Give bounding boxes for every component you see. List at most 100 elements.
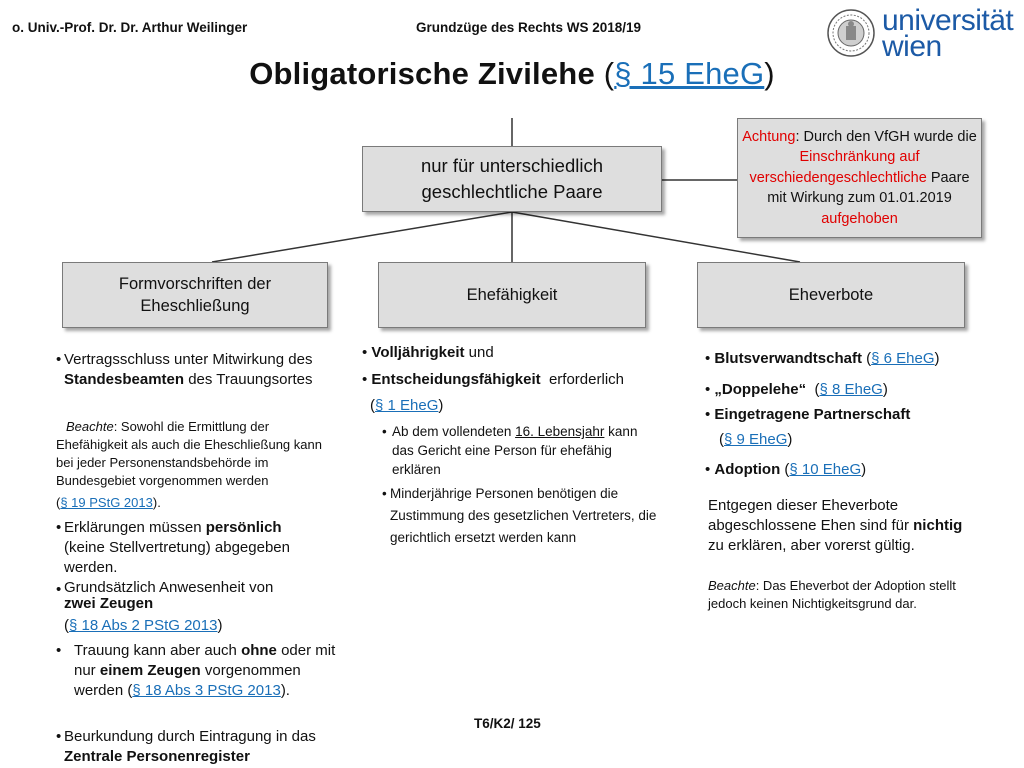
right-bullet-2: • „Doppelehe“ (§ 8 EheG): [705, 381, 888, 398]
left-b3-close: ): [217, 617, 223, 634]
mid-b2-text: erforderlich: [540, 371, 624, 388]
mid-bullet-2-ref: (§ 1 EheG): [370, 396, 443, 416]
course-title: Grundzüge des Rechts WS 2018/19: [416, 20, 642, 35]
right-b4-bold: Adoption: [714, 461, 781, 478]
left-b1-bold: Standesbeamten: [64, 371, 185, 388]
left-b1-text-a: Vertragsschluss unter Mitwirkung des: [64, 351, 313, 368]
right-b3-open: (: [719, 431, 724, 448]
note-text2: Paare mit Wirkung zum 01.01.2019: [767, 169, 970, 207]
mid-sub-bullet-1: • Ab dem vollendeten 16. Lebensjahr kann…: [382, 424, 638, 477]
right-bullet-3-ref: (§ 9 EheG): [719, 430, 792, 450]
university-logo: universität wien: [826, 4, 1016, 63]
left-b2-text-c: (keine Stellvertretung) abgegeben werden…: [64, 539, 290, 576]
left-b4-bold2: einem Zeugen: [99, 662, 201, 679]
left-beachte-open: (: [56, 495, 61, 510]
title-open-paren: (: [603, 56, 615, 91]
box-ehefaehigkeit-label: Ehefähigkeit: [466, 285, 558, 304]
right-bullet-3: • Eingetragene Partnerschaft: [705, 406, 911, 423]
mid-b1-bold: Volljährigkeit: [371, 344, 465, 361]
achtung-note: Achtung: Durch den VfGH wurde die Einsch…: [737, 118, 982, 238]
right-p1-text-c: zu erklären, aber vorerst gültig.: [708, 537, 915, 554]
left-b2-bold: persönlich: [205, 519, 282, 536]
title-law-link[interactable]: § 15 EheG: [614, 56, 765, 91]
mid-b1-text: und: [464, 344, 494, 361]
right-bullet-1: • Blutsverwandtschaft (§ 6 EheG): [705, 350, 940, 367]
right-b4-open: (: [780, 461, 790, 478]
top-box: nur für unterschiedlich geschlechtliche …: [362, 146, 662, 212]
right-b3-close: ): [787, 431, 793, 448]
left-beachte-link[interactable]: § 19 PStG 2013: [60, 495, 153, 510]
left-b4-text-e: vorgenommen werden (: [74, 662, 301, 699]
logo-text-universitaet: universität: [882, 4, 1014, 37]
right-b1-open: (: [861, 350, 872, 367]
left-b3-bold: zwei Zeugen: [64, 595, 154, 612]
right-paragraph: Entgegen dieser Eheverbote abgeschlossen…: [708, 496, 963, 556]
right-beachte-note: Beachte: Das Eheverbot der Adoption stel…: [708, 577, 988, 613]
author-name: o. Univ.-Prof. Dr. Dr. Arthur Weilinger: [12, 20, 248, 35]
left-bullet-2: • Erklärungen müssen persönlich (keine S…: [56, 518, 326, 578]
box-ehefaehigkeit: Ehefähigkeit: [378, 262, 646, 328]
title-main: Obligatorische Zivilehe: [249, 56, 595, 91]
left-beachte-label: Beachte: [66, 419, 114, 434]
right-b1-close: ): [934, 350, 940, 367]
top-box-text: nur für unterschiedlich geschlechtliche …: [420, 155, 603, 202]
mid-b2-close: ): [438, 397, 444, 414]
right-b2-link[interactable]: § 8 EheG: [819, 381, 883, 398]
note-achtung: Achtung: [742, 128, 796, 145]
slide-number: T6/K2/ 125: [474, 716, 541, 731]
left-beachte-note: Beachte: Sowohl die Ermittlung der Ehefä…: [56, 418, 328, 512]
box-eheverbote-label: Eheverbote: [788, 285, 874, 304]
mid-bullet-1: • Volljährigkeit und: [362, 344, 494, 361]
right-beachte-text: : Das Eheverbot der Adoption stellt jedo…: [708, 578, 956, 611]
mid-bullet-2: • Entscheidungsfähigkeit erforderlich: [362, 371, 624, 388]
right-b1-link[interactable]: § 6 EheG: [871, 350, 935, 367]
logo-text-wien: wien: [882, 30, 942, 63]
mid-sub-bullet-2: • Minderjährige Personen benötigen die Z…: [382, 483, 682, 549]
left-bullet-4: • Trauung kann aber auch ohne oder mit n…: [56, 642, 336, 699]
left-b4-link[interactable]: § 18 Abs 3 PStG 2013: [132, 682, 281, 699]
mid-s2-text: Minderjährige Personen benötigen die Zus…: [390, 486, 657, 545]
right-b3-bold: Eingetragene Partnerschaft: [714, 406, 911, 423]
left-b3-open: (: [64, 617, 69, 634]
left-b4-text-c: oder mit nur: [74, 642, 336, 679]
left-b5-bold: Zentrale Personenregister: [64, 748, 250, 765]
box-formvorschriften-label: Formvorschriften der Eheschließung: [118, 275, 272, 315]
left-b4-bold1: ohne: [241, 642, 277, 659]
left-b4-close: ).: [280, 682, 290, 699]
left-beachte-close: ).: [152, 495, 161, 510]
mid-b2-bold: Entscheidungsfähigkeit: [371, 371, 541, 388]
left-beachte-text: : Sowohl die Ermittlung der Ehefähigkeit…: [56, 419, 322, 488]
left-b3-text-a: Grundsätzlich Anwesenheit von: [64, 579, 274, 596]
mid-s1-text-b: kann das Gericht eine Person für ehefähi…: [392, 424, 638, 477]
right-beachte-label: Beachte: [708, 578, 756, 593]
note-text1: : Durch den VfGH wurde die: [795, 128, 977, 145]
mid-s1-underline: 16. Lebensjahr: [515, 424, 605, 439]
right-bullet-4: • Adoption (§ 10 EheG): [705, 461, 867, 478]
left-b2-text-a: Erklärungen müssen: [64, 519, 206, 536]
left-b5-text-a: Beurkundung durch Eintragung in das: [64, 728, 316, 745]
left-b3-link[interactable]: § 18 Abs 2 PStG 2013: [69, 617, 218, 634]
right-b2-open: (: [806, 381, 820, 398]
right-b4-link[interactable]: § 10 EheG: [789, 461, 862, 478]
title-close-paren: ): [764, 56, 775, 91]
mid-b2-open: (: [370, 397, 375, 414]
box-formvorschriften: Formvorschriften der Eheschließung: [62, 262, 328, 328]
note-red2: aufgehoben: [821, 210, 898, 227]
right-p1-text-a: Entgegen dieser Eheverbote abgeschlossen…: [708, 497, 914, 534]
note-red1: Einschränkung auf verschiedengeschlechtl…: [749, 149, 927, 186]
right-b2-close: ): [882, 381, 888, 398]
left-b4-text-a: Trauung kann aber auch: [74, 642, 242, 659]
left-bullet-3: • Grundsätzlich Anwesenheit von zwei Zeu…: [56, 579, 274, 635]
left-bullet-5: • Beurkundung durch Eintragung in das Ze…: [56, 728, 316, 765]
page-title: Obligatorische Zivilehe (§ 15 EheG): [0, 56, 1024, 92]
left-bullet-1: • Vertragsschluss unter Mitwirkung des S…: [56, 351, 313, 388]
right-p1-bold: nichtig: [913, 517, 963, 534]
right-b3-link[interactable]: § 9 EheG: [724, 431, 788, 448]
left-b1-text-c: des Trauungsortes: [184, 371, 313, 388]
university-seal-icon: [827, 9, 875, 57]
mid-b2-link[interactable]: § 1 EheG: [375, 397, 439, 414]
mid-s1-text-a: Ab dem vollendeten: [392, 424, 516, 439]
right-b2-bold: „Doppelehe“: [714, 381, 807, 398]
box-eheverbote: Eheverbote: [697, 262, 965, 328]
